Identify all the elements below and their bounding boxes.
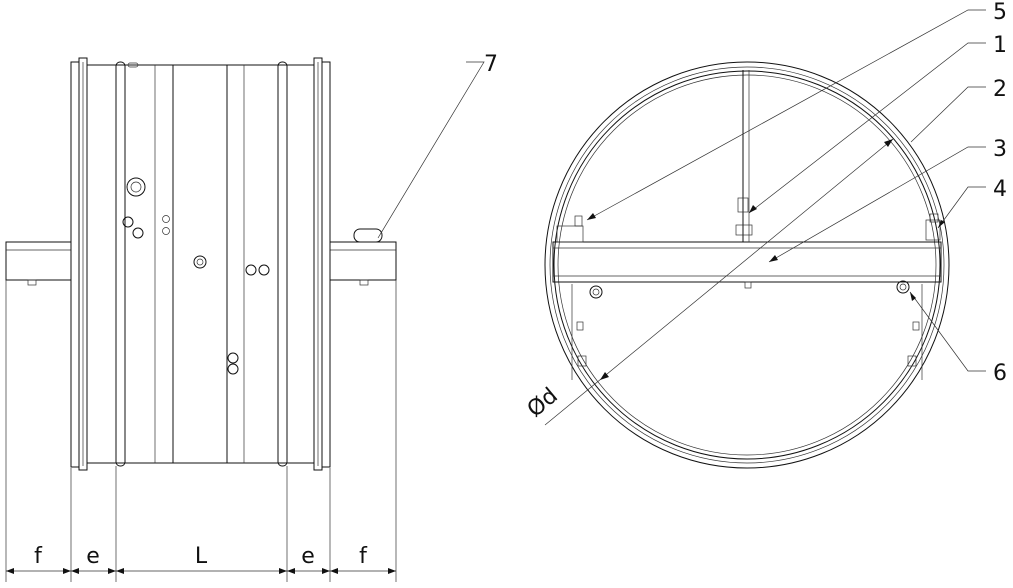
callout-2: 2 [910, 77, 1007, 143]
right-flange-outer [321, 61, 331, 468]
right-bead [277, 61, 288, 467]
dim-e-left: e [86, 544, 100, 569]
right-bracket [329, 241, 397, 281]
svg-text:5: 5 [993, 0, 1007, 25]
svg-text:7: 7 [484, 52, 498, 77]
svg-text:3: 3 [993, 137, 1007, 162]
dim-e-right: e [301, 544, 315, 569]
left-flange-outer [70, 61, 80, 468]
callout-7: 7 [377, 52, 498, 239]
svg-text:6: 6 [993, 361, 1007, 386]
left-bead [115, 61, 126, 467]
svg-text:Ød: Ød [523, 383, 563, 422]
left-bracket [5, 241, 72, 281]
outer-ring [544, 61, 950, 469]
callout-4: 4 [937, 177, 1007, 229]
callout-5: 5 [586, 0, 1007, 221]
dim-length: L [195, 544, 208, 569]
svg-text:4: 4 [993, 177, 1007, 202]
front-view: Ød 5 1 2 3 4 6 [523, 0, 1007, 469]
callout-6: 6 [909, 291, 1007, 386]
svg-text:1: 1 [993, 33, 1007, 58]
actuator-knob [353, 228, 383, 243]
damper-body [86, 64, 315, 464]
dim-f-right: f [359, 544, 368, 569]
dim-f-left: f [34, 544, 43, 569]
callout-3: 3 [768, 137, 1007, 263]
callout-1: 1 [748, 33, 1007, 214]
svg-text:2: 2 [993, 77, 1007, 102]
side-view: f e L e f 7 [5, 52, 498, 582]
